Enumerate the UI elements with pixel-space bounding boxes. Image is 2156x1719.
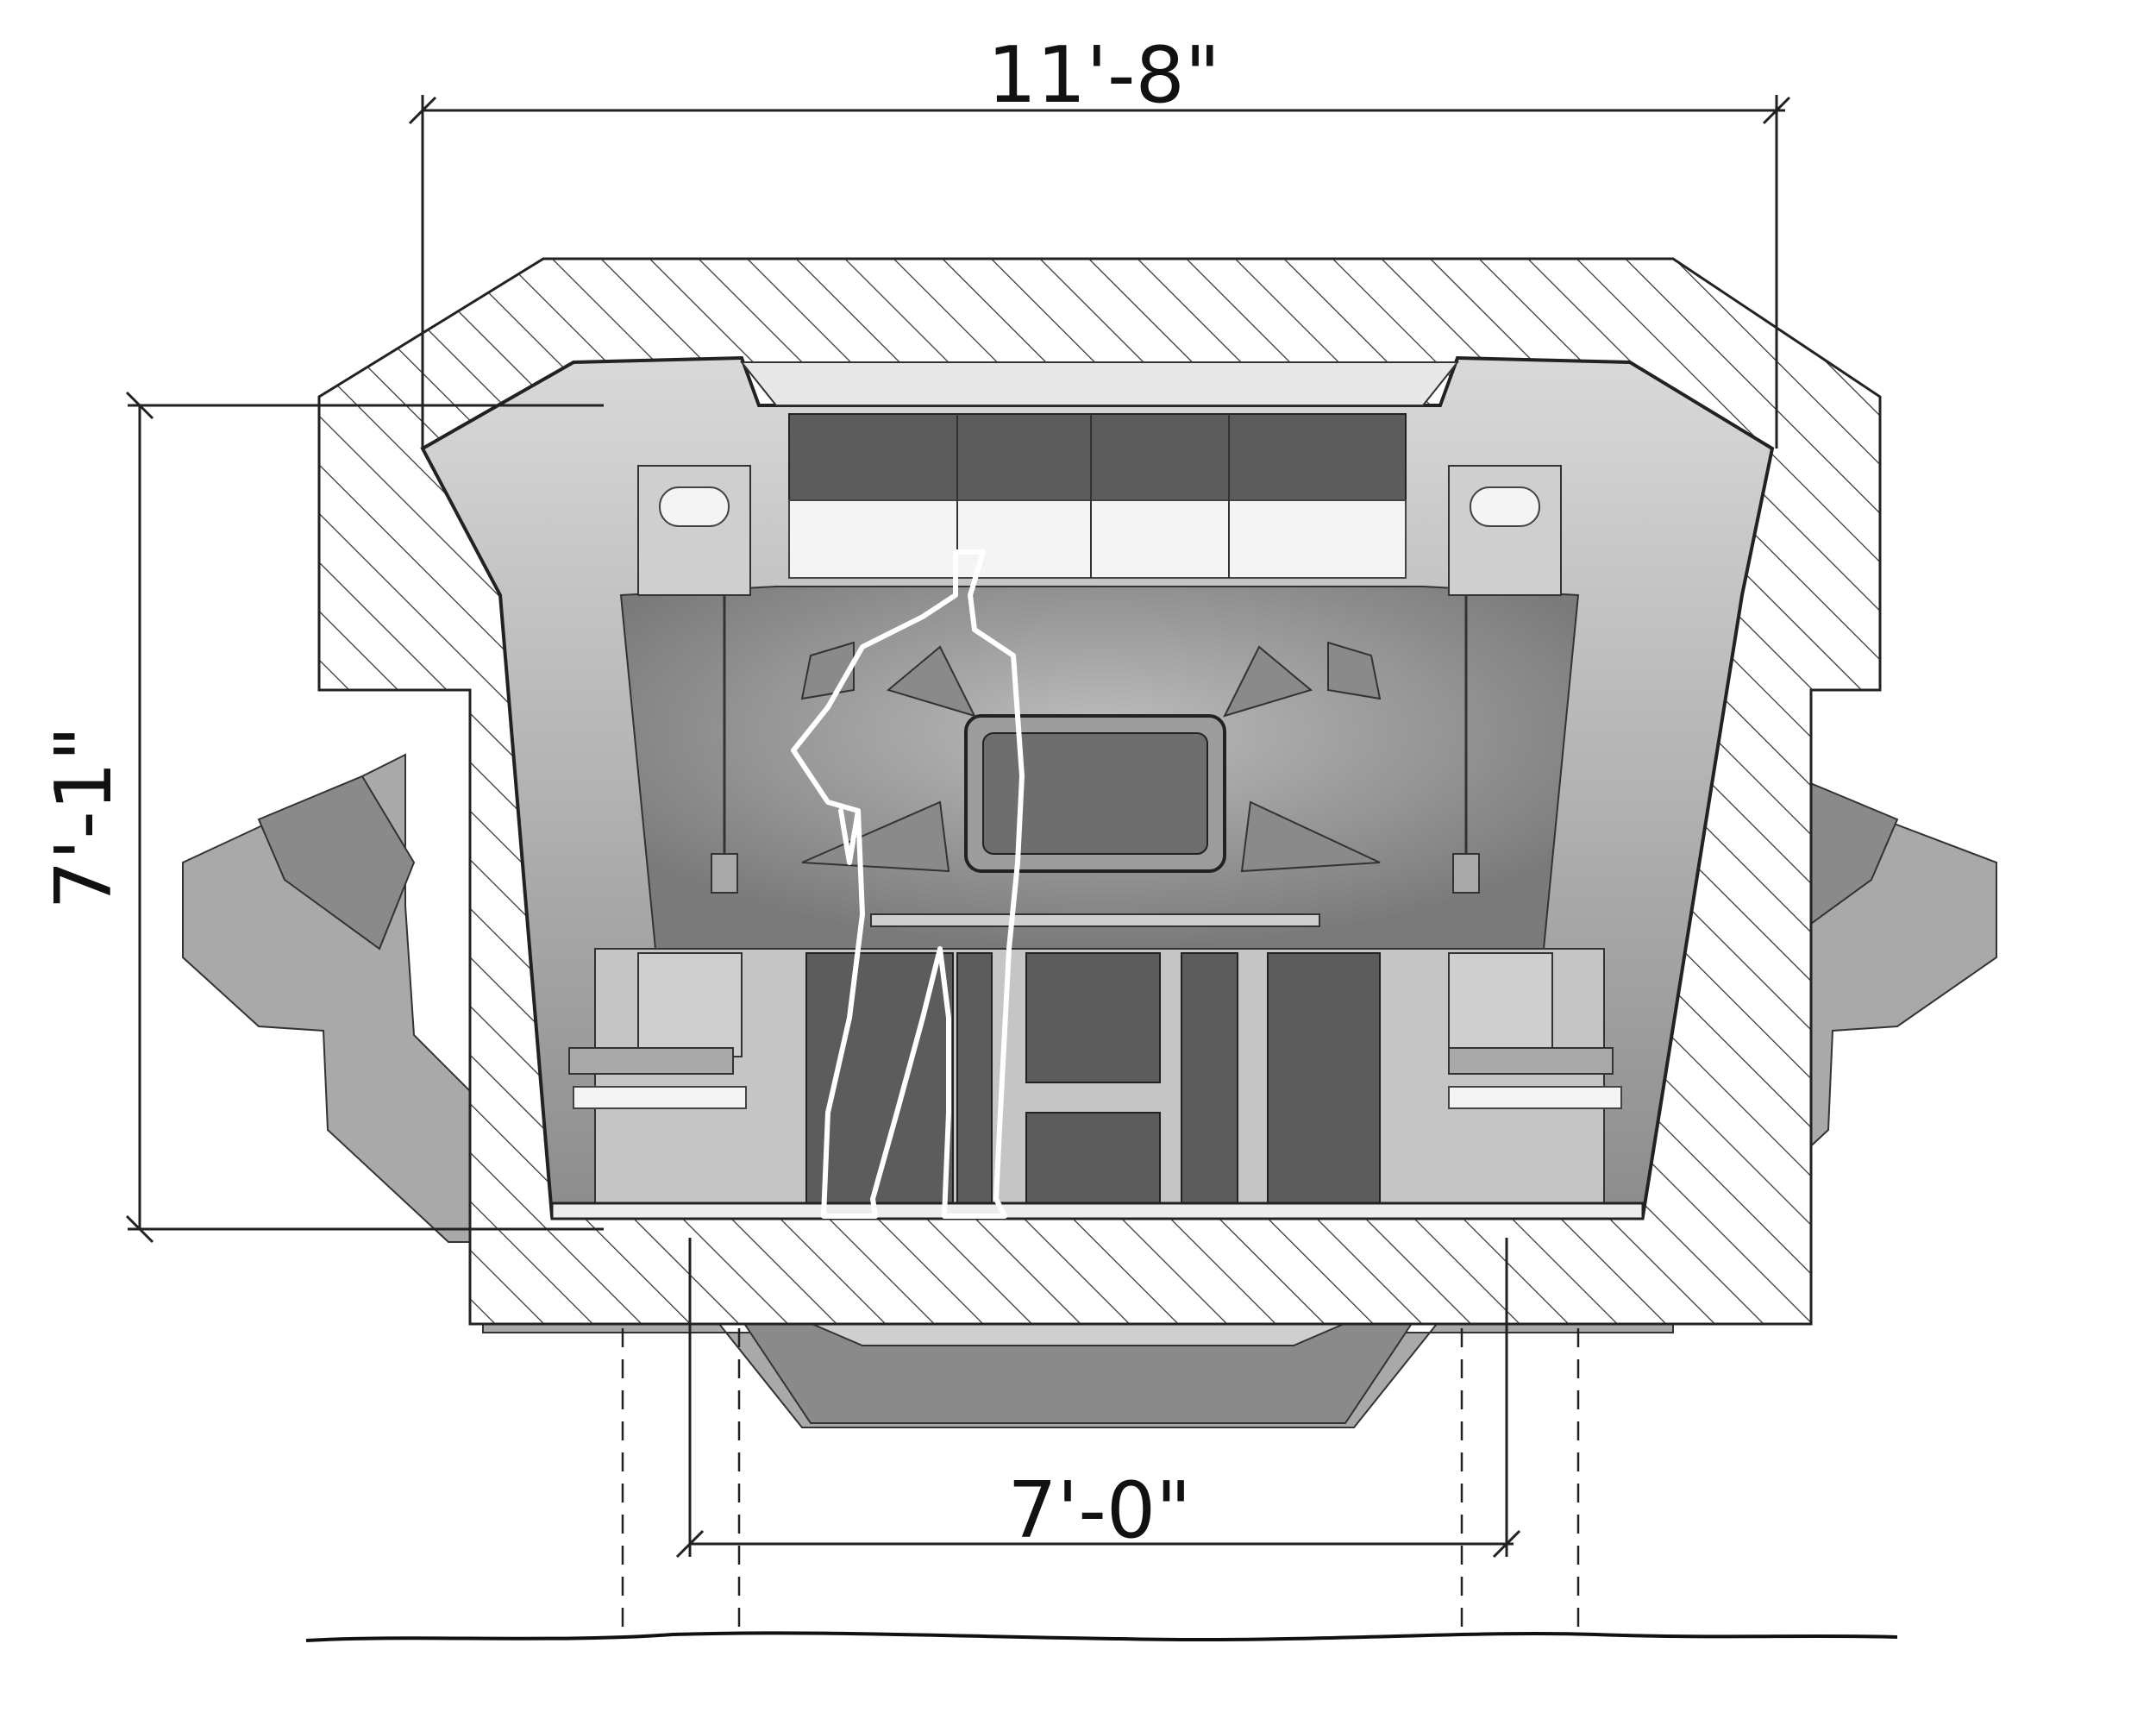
dimension-floor-width: 7'-0" [675,1238,1521,1559]
ground-line [305,1631,1898,1642]
bottom-keel [482,1309,1674,1428]
left-lamp-icon [637,465,751,894]
landing-gear-lines [621,1328,1580,1634]
right-lamp-icon [1448,465,1562,894]
interior-height-label: 7'-1" [39,725,129,909]
person-silhouette-icon [791,549,1025,1219]
cabin-interior [420,355,1775,1220]
dimension-interior-height: 7'-1" [39,391,604,1244]
overall-width-label: 11'-8" [987,30,1220,121]
left-wing [182,753,518,1243]
floor-width-label: 7'-0" [1007,1465,1191,1556]
dimension-overall-width: 11'-8" [408,30,1791,449]
